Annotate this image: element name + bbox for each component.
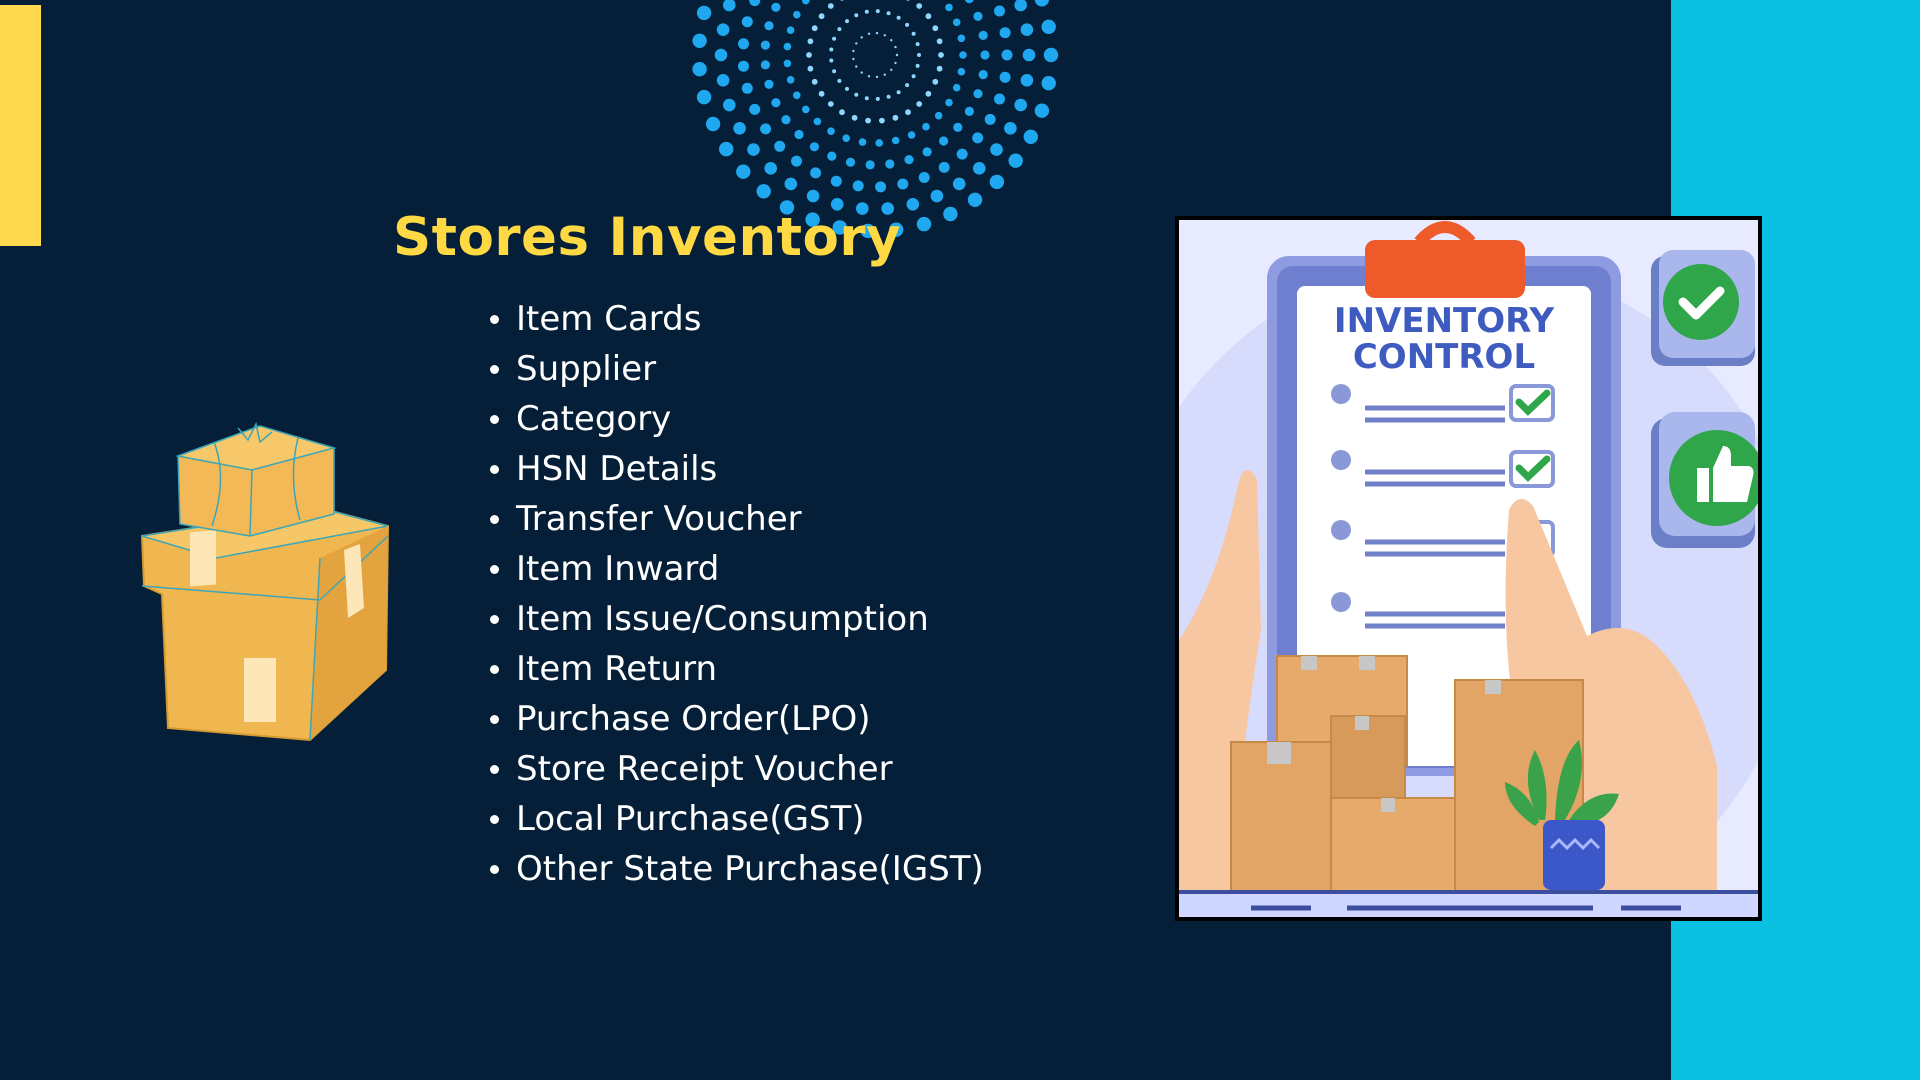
list-item: Transfer Voucher (490, 494, 984, 544)
bullet-icon (490, 665, 499, 674)
bullet-icon (490, 765, 499, 774)
list-item: Category (490, 394, 984, 444)
list-item: Item Return (490, 644, 984, 694)
image-title-line-1: INVENTORY (1334, 301, 1555, 341)
yellow-accent-bar (0, 5, 41, 246)
list-item: HSN Details (490, 444, 984, 494)
image-title-line-2: CONTROL (1353, 337, 1535, 377)
list-item-label: Purchase Order(LPO) (516, 699, 871, 739)
bullet-icon (490, 565, 499, 574)
bullet-icon (490, 615, 499, 624)
bullet-icon (490, 515, 499, 524)
list-item-label: HSN Details (516, 449, 718, 489)
list-item-label: Category (516, 399, 672, 439)
list-item: Item Inward (490, 544, 984, 594)
list-item: Item Cards (490, 294, 984, 344)
inventory-control-illustration: INVENTORY CONTROL (1175, 216, 1762, 921)
list-item-label: Item Cards (516, 299, 702, 339)
stacked-boxes-illustration (140, 421, 390, 742)
list-item: Other State Purchase(IGST) (490, 844, 984, 894)
list-item-label: Other State Purchase(IGST) (516, 849, 984, 889)
page-title: Stores Inventory (393, 207, 902, 268)
list-item-label: Transfer Voucher (516, 499, 802, 539)
list-item: Item Issue/Consumption (490, 594, 984, 644)
list-item: Local Purchase(GST) (490, 794, 984, 844)
bullet-icon (490, 465, 499, 474)
bullet-icon (490, 865, 499, 874)
list-item: Supplier (490, 344, 984, 394)
list-item-label: Item Return (516, 649, 718, 689)
bullet-icon (490, 315, 499, 324)
list-item-label: Item Issue/Consumption (516, 599, 929, 639)
dotted-halftone-circle (692, 0, 1059, 239)
bullet-icon (490, 365, 499, 374)
list-item-label: Supplier (516, 349, 657, 389)
list-item-label: Item Inward (516, 549, 720, 589)
bullet-icon (490, 715, 499, 724)
bullet-icon (490, 415, 499, 424)
list-item-label: Local Purchase(GST) (516, 799, 865, 839)
list-item: Purchase Order(LPO) (490, 694, 984, 744)
check-circle-icon (1663, 264, 1739, 340)
bullet-icon (490, 815, 499, 824)
list-item-label: Store Receipt Voucher (516, 749, 893, 789)
list-item: Store Receipt Voucher (490, 744, 984, 794)
feature-list: Item Cards Supplier Category HSN Details… (490, 294, 984, 894)
